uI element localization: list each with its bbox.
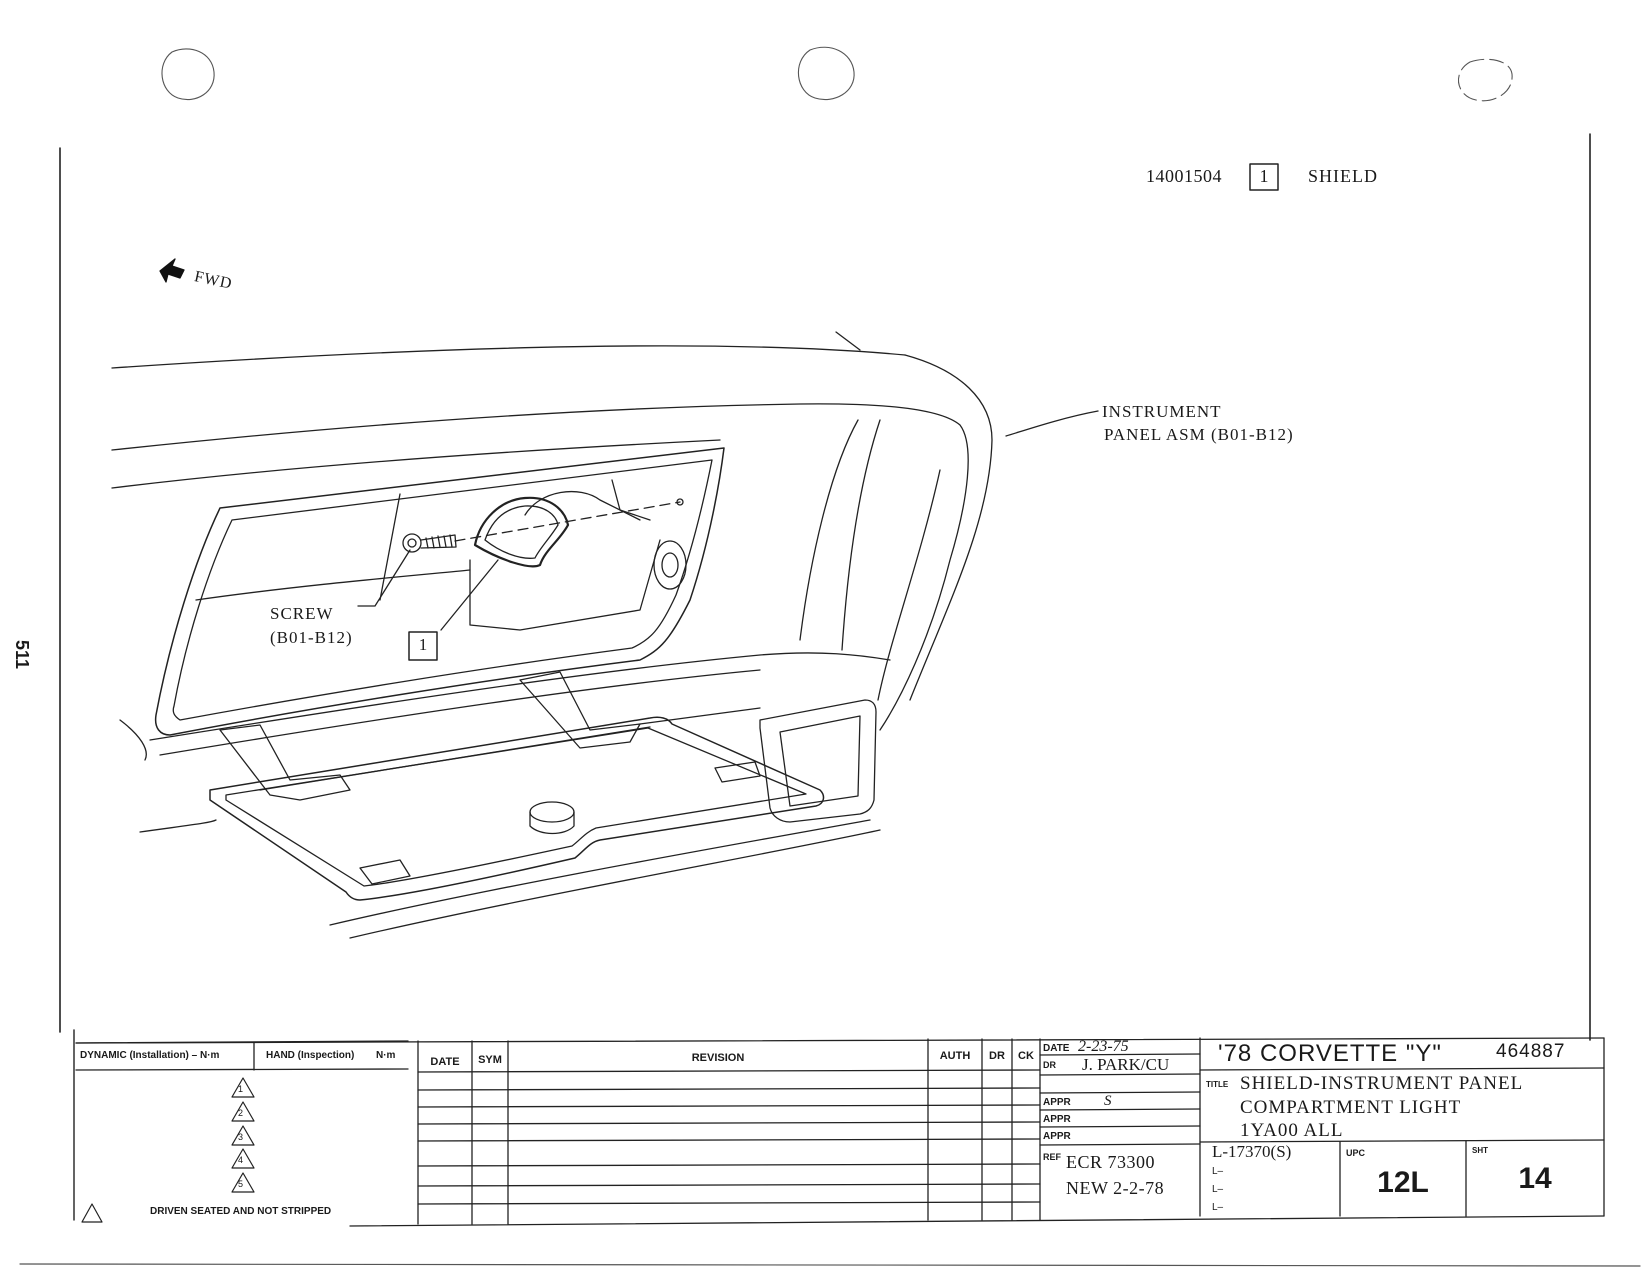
revision-date-header: DATE <box>430 1056 460 1068</box>
title-label: TITLE <box>1206 1080 1229 1089</box>
ecr-number: ECR 73300 <box>1066 1152 1156 1172</box>
part-name: SHIELD <box>1308 166 1378 186</box>
l-row-1: L– <box>1212 1166 1224 1177</box>
instrument-panel-callout-line2: PANEL ASM (B01-B12) <box>1104 425 1294 444</box>
punch-holes <box>161 46 1513 102</box>
date-label: DATE <box>1043 1043 1070 1054</box>
instrument-panel-callout-line1: INSTRUMENT <box>1102 402 1222 421</box>
title-line-2: COMPARTMENT LIGHT <box>1240 1097 1462 1118</box>
title-line-3: 1YA00 ALL <box>1240 1120 1344 1141</box>
fwd-arrow-icon <box>159 258 185 283</box>
sheet-label: SHT <box>1472 1146 1488 1155</box>
torque-note-5: 5 <box>238 1179 244 1189</box>
appr-label-1: APPR <box>1043 1097 1071 1108</box>
shield-callout-ref: 1 <box>418 635 428 654</box>
appr-mark: S <box>1104 1093 1112 1109</box>
appr-label-3: APPR <box>1043 1131 1071 1142</box>
hand-torque-unit: N·m <box>376 1050 396 1061</box>
dr-label: DR <box>1043 1060 1056 1070</box>
l-code: L-17370(S) <box>1212 1142 1292 1161</box>
revision-sym-header: SYM <box>478 1054 502 1066</box>
torque-note-1: 1 <box>238 1084 244 1094</box>
sheet-value: 14 <box>1518 1162 1552 1195</box>
revision-dr-header: DR <box>989 1050 1005 1062</box>
new-date: NEW 2-2-78 <box>1066 1178 1165 1198</box>
revision-auth-header: AUTH <box>939 1050 971 1062</box>
screw-leader <box>357 549 411 607</box>
hand-torque-header: HAND (Inspection) <box>266 1050 355 1061</box>
screw-callout-line2: (B01-B12) <box>270 628 353 647</box>
torque-note-3: 3 <box>238 1132 244 1142</box>
torque-footnote: DRIVEN SEATED AND NOT STRIPPED <box>150 1206 332 1217</box>
l-row-2: L– <box>1212 1184 1224 1195</box>
appr-label-2: APPR <box>1043 1114 1071 1125</box>
torque-note-triangles <box>81 1077 255 1223</box>
upc-label: UPC <box>1346 1148 1366 1158</box>
instrument-panel-leader <box>1005 410 1099 437</box>
drawing-number: 464887 <box>1496 1041 1566 1062</box>
ref-label: REF <box>1043 1152 1061 1162</box>
date-value: 2-23-75 <box>1078 1038 1129 1055</box>
part-number: 14001504 <box>1146 166 1222 186</box>
dynamic-torque-header: DYNAMIC (Installation) – N·m <box>80 1050 220 1061</box>
part-ref-number: 1 <box>1259 166 1269 186</box>
instrument-panel-illustration <box>111 331 993 939</box>
upc-value: 12L <box>1377 1166 1429 1199</box>
title-line-1: SHIELD-INSTRUMENT PANEL <box>1240 1073 1524 1094</box>
model-name: '78 CORVETTE "Y" <box>1218 1040 1442 1067</box>
torque-note-2: 2 <box>238 1108 244 1118</box>
l-row-3: L– <box>1212 1202 1224 1213</box>
screw-callout-line1: SCREW <box>270 604 334 623</box>
shield-ref-box <box>408 631 438 661</box>
shield-leader <box>440 559 499 631</box>
revision-description-header: REVISION <box>691 1052 745 1064</box>
part-ref-box <box>1249 163 1279 191</box>
torque-note-4: 4 <box>238 1155 244 1165</box>
title-block-grid <box>75 1037 1605 1227</box>
revision-ck-header: CK <box>1018 1050 1034 1062</box>
page-number: 511 <box>12 640 32 670</box>
dr-value: J. PARK/CU <box>1082 1055 1170 1074</box>
